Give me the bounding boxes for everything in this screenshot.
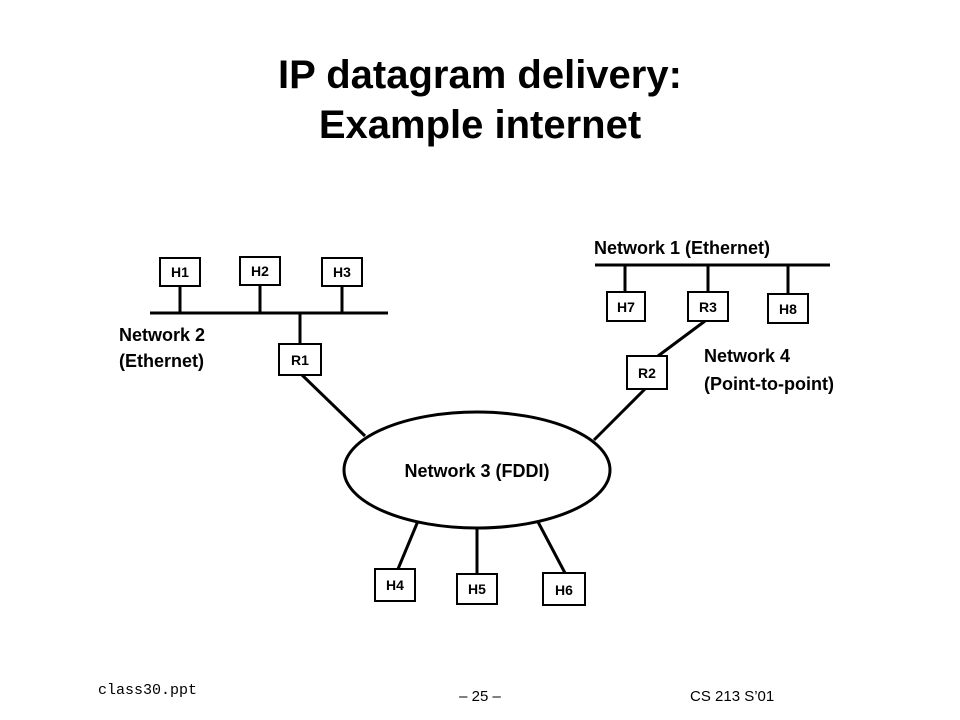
network-4-label-line-1: Network 4 — [704, 346, 790, 366]
footer-page-number: – 25 – — [459, 688, 501, 705]
host-h8: H8 — [767, 293, 809, 324]
host-h3: H3 — [321, 257, 363, 287]
title-line-2: Example internet — [318, 103, 642, 147]
host-h6: H6 — [542, 572, 586, 606]
host-h7-label: H7 — [617, 299, 635, 315]
footer-filename: class30.ppt — [98, 682, 198, 699]
host-h6-label: H6 — [555, 582, 573, 598]
host-h4-label: H4 — [386, 577, 404, 593]
router-r2: R2 — [626, 355, 668, 390]
router-r3-label: R3 — [699, 299, 717, 315]
network-3-fddi-ring — [342, 410, 612, 530]
network-4-link — [657, 319, 706, 358]
network-2-label-line-1: Network 2 — [119, 325, 205, 345]
host-h3-label: H3 — [333, 264, 351, 280]
network-1-label: Network 1 (Ethernet) — [594, 238, 770, 258]
host-h5-label: H5 — [468, 581, 486, 597]
network-4-label-line-2: (Point-to-point) — [704, 374, 834, 394]
router-r2-label: R2 — [638, 365, 656, 381]
footer-course: CS 213 S’01 — [690, 688, 775, 705]
network-2-label-line-2: (Ethernet) — [119, 351, 204, 371]
host-h4: H4 — [374, 568, 416, 602]
host-h7: H7 — [606, 291, 646, 322]
host-h2: H2 — [239, 256, 281, 286]
fddi-links — [300, 373, 647, 574]
router-r1-label: R1 — [291, 352, 309, 368]
router-r3: R3 — [687, 291, 729, 322]
host-h8-label: H8 — [779, 301, 797, 317]
host-h2-label: H2 — [251, 263, 269, 279]
router-r1: R1 — [278, 343, 322, 376]
title-line-1: IP datagram delivery: — [278, 53, 682, 97]
slide-title: IP datagram delivery: Example internet — [0, 50, 960, 150]
host-h1-label: H1 — [171, 264, 189, 280]
network-3-label: Network 3 (FDDI) — [404, 461, 549, 481]
network-1-bus — [595, 263, 830, 294]
host-h5: H5 — [456, 573, 498, 605]
network-2-bus — [150, 285, 388, 344]
host-h1: H1 — [159, 257, 201, 287]
